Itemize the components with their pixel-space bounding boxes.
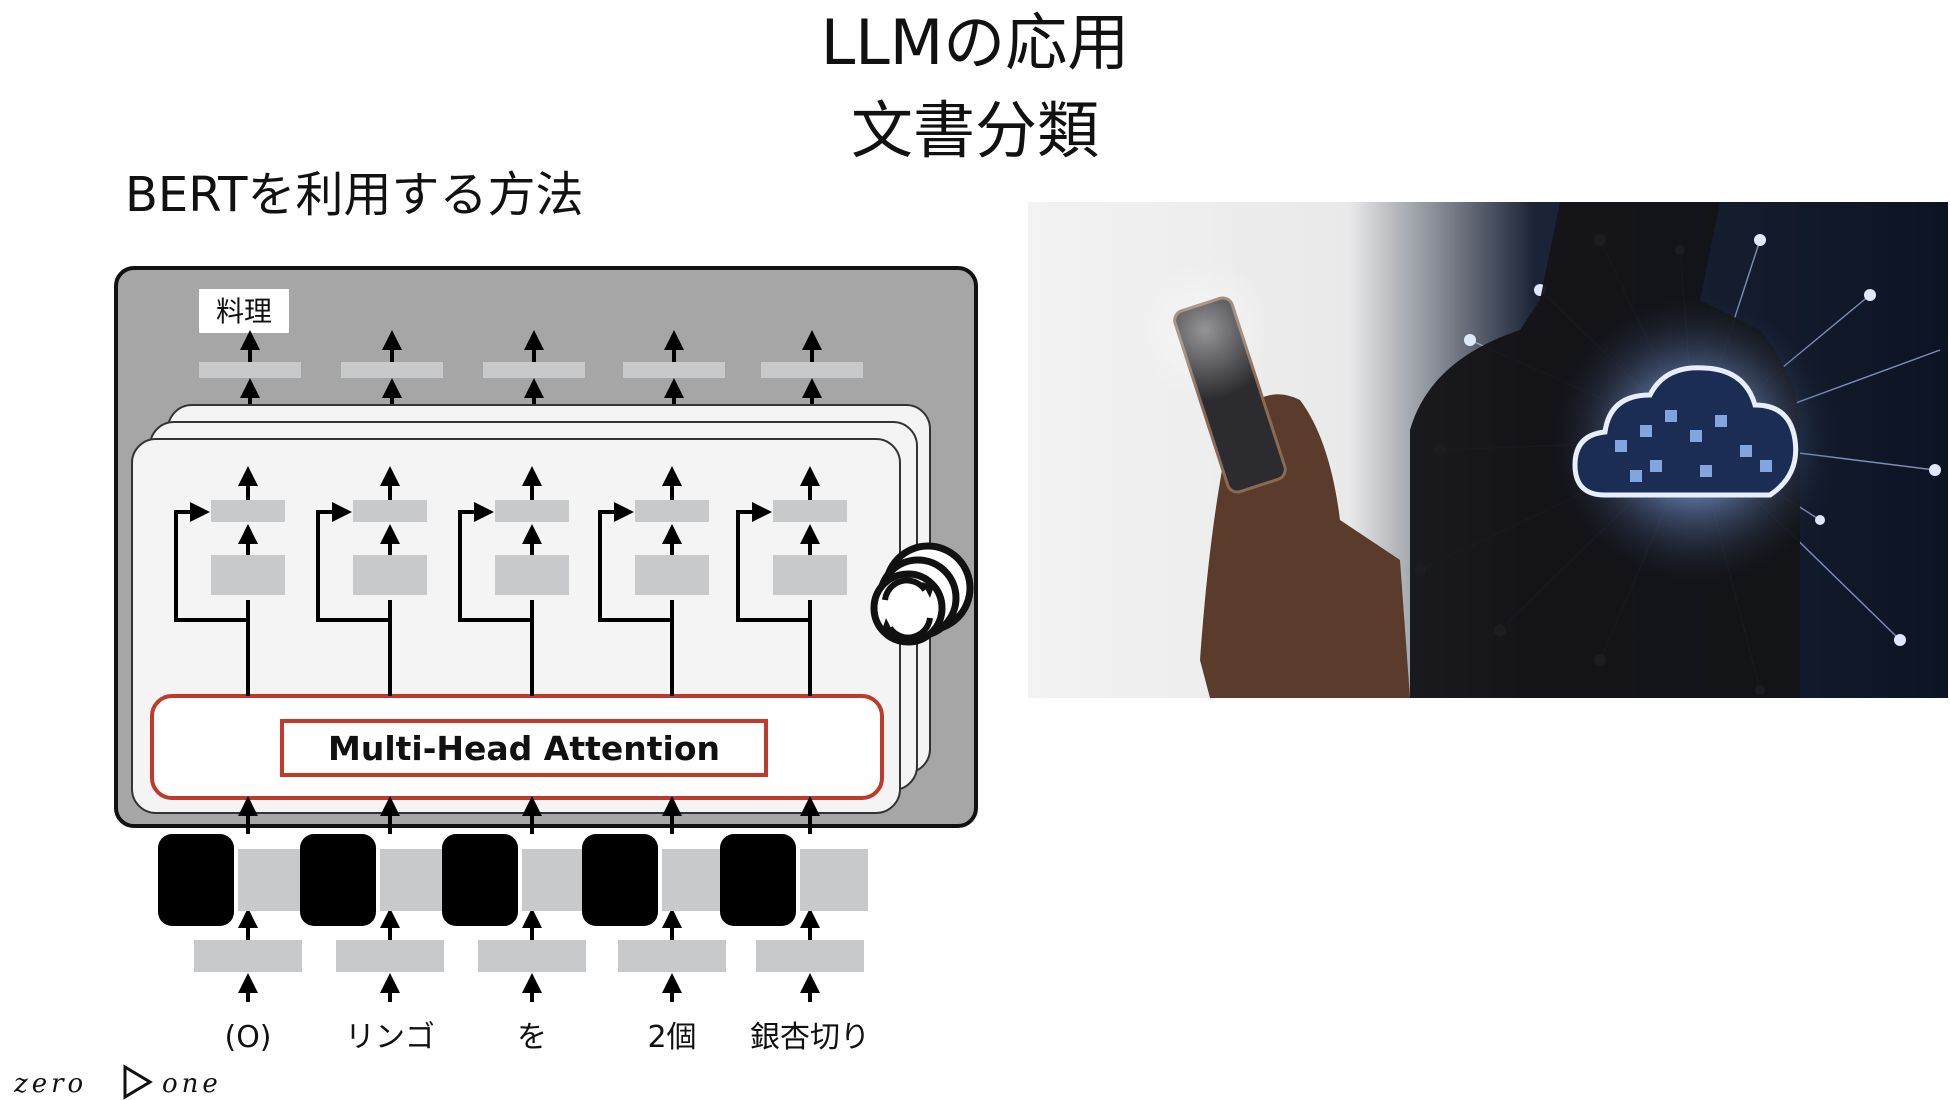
token-label: (O) (224, 1020, 271, 1055)
norm-block (773, 500, 847, 522)
embedding-input-block (618, 940, 726, 972)
output-label: 料理 (216, 295, 272, 328)
token-vector-block (380, 849, 448, 911)
output-block (199, 362, 301, 378)
logo-right: one (162, 1069, 222, 1099)
output-block (483, 362, 585, 378)
ffn-block (211, 555, 285, 595)
token-vector-block (522, 849, 590, 911)
embedding-input-block (194, 940, 302, 972)
norm-block (495, 500, 569, 522)
output-block (341, 362, 443, 378)
norm-block (635, 500, 709, 522)
play-triangle-icon (125, 1067, 150, 1097)
embedding-input-block (478, 940, 586, 972)
token-vector-block (662, 849, 730, 911)
ffn-block (773, 555, 847, 595)
attention-label: Multi-Head Attention (328, 729, 720, 768)
ffn-block (635, 555, 709, 595)
position-block (300, 834, 376, 926)
embedding-input-block (756, 940, 864, 972)
token-vector-block (238, 849, 306, 911)
token-label: を (517, 1020, 547, 1055)
output-block (623, 362, 725, 378)
logo-left: zero (13, 1069, 87, 1099)
token-vector-block (800, 849, 868, 911)
smartphone-cloud-network-photo (1028, 202, 1948, 698)
token-label: 銀杏切り (750, 1020, 870, 1055)
token-label: 2個 (647, 1020, 696, 1055)
ffn-block (353, 555, 427, 595)
position-block (582, 834, 658, 926)
output-block (761, 362, 863, 378)
embedding-input-block (336, 940, 444, 972)
norm-block (353, 500, 427, 522)
ffn-block (495, 555, 569, 595)
position-block (158, 834, 234, 926)
token-label: リンゴ (345, 1020, 435, 1055)
norm-block (211, 500, 285, 522)
position-block (442, 834, 518, 926)
position-block (720, 834, 796, 926)
token-labels: (O) リンゴ を 2個 銀杏切り (224, 1020, 870, 1055)
zero-one-logo: zero one (13, 1067, 222, 1099)
